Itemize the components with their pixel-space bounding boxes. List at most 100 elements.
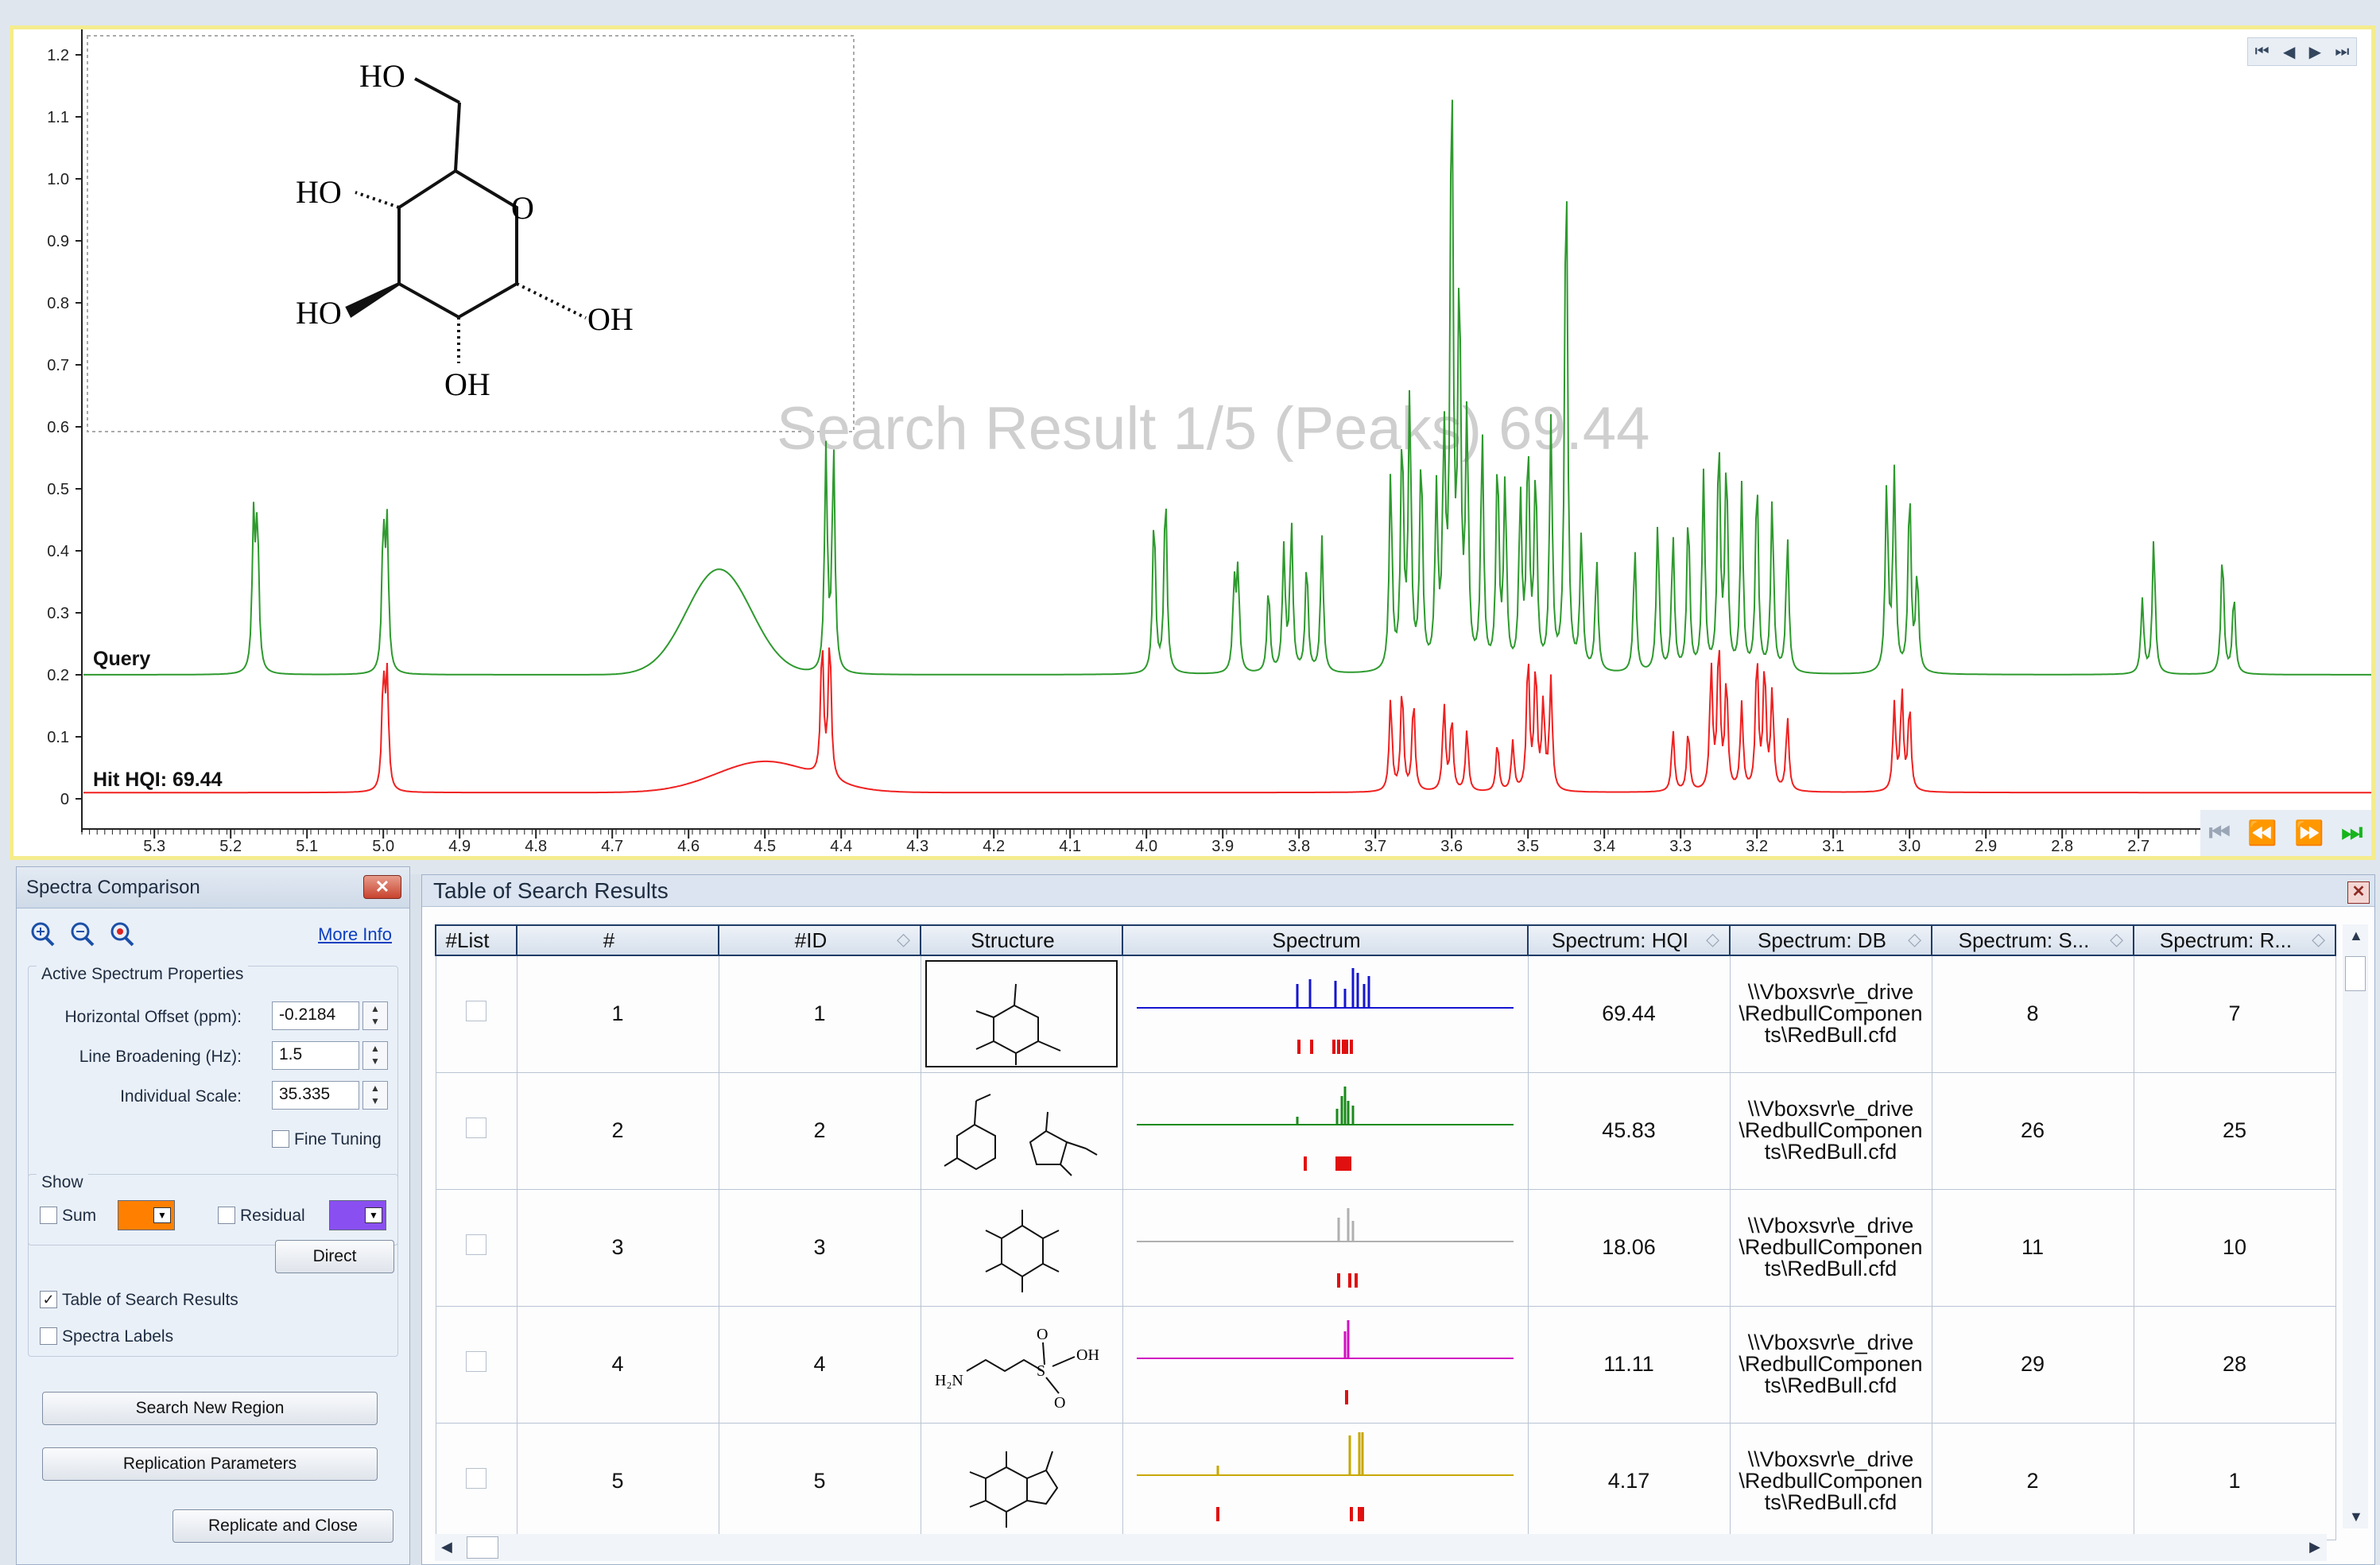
column-header[interactable]: Spectrum: S...◇ — [1931, 924, 2134, 956]
row-number-cell: 2 — [516, 1071, 719, 1190]
column-header[interactable]: #List — [435, 924, 517, 956]
list-checkbox[interactable] — [466, 1234, 486, 1255]
spectrum-s-cell: 29 — [1931, 1305, 2134, 1424]
hqi-cell: 69.44 — [1527, 955, 1731, 1073]
comparison-close-button[interactable]: ✕ — [363, 875, 401, 899]
sort-icon[interactable]: ◇ — [2312, 929, 2325, 949]
results-close-button[interactable]: ✕ — [2347, 881, 2370, 904]
structure-thumbnail[interactable] — [925, 960, 1118, 1068]
x-tick-label: 5.0 — [372, 838, 394, 855]
list-checkbox[interactable] — [466, 1351, 486, 1372]
search-new-region-button[interactable]: Search New Region — [42, 1392, 378, 1425]
line-broadening-input[interactable]: 1.5 — [272, 1041, 359, 1070]
panel-splitter[interactable] — [410, 874, 421, 1565]
next-icon[interactable]: ▶ — [2308, 43, 2322, 61]
spectrum-plot[interactable]: 1.21.11.00.90.80.70.60.50.40.30.20.10 5.… — [14, 29, 2371, 856]
label-oh-bottom: OH — [444, 366, 490, 402]
horizontal-offset-spinner[interactable]: ▲▼ — [362, 1001, 388, 1030]
hqi-cell: 18.06 — [1527, 1188, 1731, 1307]
prev-icon[interactable]: ◀ — [2282, 43, 2296, 61]
last-icon[interactable]: ⏭ — [2335, 42, 2350, 60]
sort-icon[interactable]: ◇ — [897, 929, 910, 949]
list-checkbox[interactable] — [466, 1001, 486, 1022]
play-last-icon[interactable]: ⏭ — [2341, 819, 2363, 846]
first-icon[interactable]: ⏮ — [2254, 42, 2270, 60]
show-group: Show Sum ▼ Residual ▼ Direct ✓ Table of … — [28, 1173, 398, 1357]
results-title: Table of Search Results — [433, 877, 669, 903]
horizontal-scrollbar[interactable]: ◀ ▶ — [435, 1534, 2327, 1561]
column-header[interactable]: Spectrum: DB◇ — [1729, 924, 1932, 956]
sort-icon[interactable]: ◇ — [1908, 929, 1921, 949]
individual-scale-input[interactable]: 35.335 — [272, 1081, 359, 1110]
scroll-down-icon[interactable]: ▼ — [2349, 1509, 2363, 1524]
column-header[interactable]: Spectrum: R...◇ — [2133, 924, 2336, 956]
column-header[interactable]: #ID◇ — [718, 924, 921, 956]
structure-thumbnail[interactable] — [925, 1077, 1118, 1184]
hqi-cell: 11.11 — [1527, 1305, 1731, 1424]
x-tick-label: 3.4 — [1593, 838, 1615, 855]
table-of-search-results-checkbox[interactable]: ✓ — [40, 1291, 57, 1308]
row-number-cell: 1 — [516, 955, 719, 1073]
y-tick-label: 1.1 — [47, 109, 69, 126]
x-tick-label: 3.3 — [1669, 838, 1692, 855]
spectrum-s-cell: 2 — [1931, 1422, 2134, 1540]
direct-button[interactable]: Direct — [275, 1240, 394, 1273]
line-broadening-spinner[interactable]: ▲▼ — [362, 1041, 388, 1070]
zoom-reset-icon[interactable] — [107, 920, 136, 948]
sort-icon[interactable]: ◇ — [1706, 929, 1719, 949]
fine-tuning-checkbox[interactable] — [272, 1130, 289, 1148]
y-tick-label: 0 — [60, 791, 69, 808]
x-tick-label: 3.1 — [1822, 838, 1844, 855]
scroll-thumb[interactable] — [2345, 956, 2366, 991]
more-info-link[interactable]: More Info — [318, 924, 392, 944]
hscroll-thumb[interactable] — [467, 1536, 498, 1559]
hqi-cell: 45.83 — [1527, 1071, 1731, 1190]
list-checkbox[interactable] — [466, 1468, 486, 1489]
sort-icon[interactable]: ◇ — [2110, 929, 2123, 949]
spectrum-s-cell: 8 — [1931, 955, 2134, 1073]
sum-label: Sum — [62, 1207, 97, 1225]
scroll-up-icon[interactable]: ▲ — [2349, 928, 2363, 943]
reference-peak-marker — [1358, 1507, 1361, 1521]
scroll-right-icon[interactable]: ▶ — [2309, 1539, 2320, 1555]
query-spectrum-trace — [83, 99, 2371, 676]
x-tick-label: 3.8 — [1288, 838, 1310, 855]
x-tick-label: 5.1 — [296, 838, 318, 855]
scroll-left-icon[interactable]: ◀ — [441, 1539, 452, 1555]
residual-checkbox[interactable] — [218, 1207, 235, 1224]
spectra-labels-checkbox[interactable] — [40, 1327, 57, 1345]
sum-color-picker[interactable]: ▼ — [118, 1200, 175, 1230]
x-tick-label: 4.9 — [448, 838, 471, 855]
fast-forward-icon[interactable]: ⏩ — [2294, 819, 2324, 846]
first-page-icon[interactable]: ⏮ — [2208, 819, 2231, 846]
column-header[interactable]: Structure — [920, 924, 1123, 956]
horizontal-offset-input[interactable]: -0.2184 — [272, 1001, 359, 1030]
zoom-in-icon[interactable] — [28, 920, 56, 948]
replicate-and-close-button[interactable]: Replicate and Close — [172, 1509, 393, 1543]
list-cell — [435, 1422, 517, 1540]
sum-checkbox[interactable] — [40, 1207, 57, 1224]
list-checkbox[interactable] — [466, 1118, 486, 1138]
rewind-icon[interactable]: ⏪ — [2247, 819, 2277, 846]
residual-color-picker[interactable]: ▼ — [329, 1200, 386, 1230]
replication-parameters-button[interactable]: Replication Parameters — [42, 1447, 378, 1481]
vertical-scrollbar[interactable]: ▲ ▼ — [2343, 924, 2368, 1528]
structure-thumbnail[interactable] — [925, 1427, 1118, 1535]
column-header[interactable]: Spectrum — [1122, 924, 1529, 956]
column-header[interactable]: # — [516, 924, 719, 956]
column-header[interactable]: Spectrum: HQI◇ — [1527, 924, 1731, 956]
structure-thumbnail[interactable] — [925, 1194, 1118, 1301]
zoom-out-icon[interactable] — [68, 920, 96, 948]
individual-scale-spinner[interactable]: ▲▼ — [362, 1081, 388, 1110]
reference-peak-marker — [1361, 1507, 1364, 1521]
